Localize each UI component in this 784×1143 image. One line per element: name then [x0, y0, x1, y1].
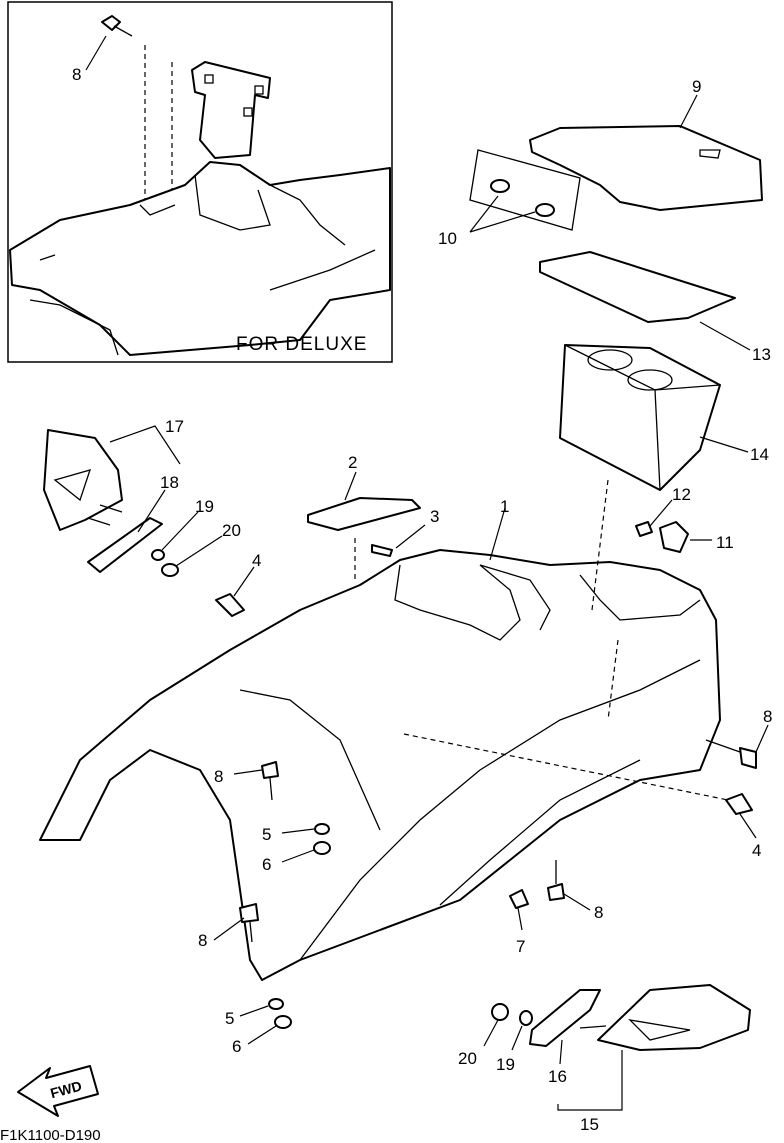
part-3-pin [371, 524, 426, 557]
callout-19-left: 19 [195, 497, 214, 516]
deluxe-inset [7, 1, 393, 363]
fwd-label: FWD [49, 1078, 84, 1102]
callout-4-lower: 4 [752, 841, 761, 860]
nut-6-lower [247, 1015, 292, 1045]
washer-5-lower [239, 998, 284, 1017]
callout-2: 2 [348, 453, 357, 472]
part-10-latches [469, 149, 581, 233]
callout-1: 1 [500, 497, 509, 516]
part-14-storage-box [559, 344, 749, 491]
callout-18: 18 [160, 473, 179, 492]
callout-4-upper: 4 [252, 551, 261, 570]
part-11-clip [659, 521, 712, 553]
part-16-gasket-right [529, 989, 601, 1065]
callout-13: 13 [752, 345, 771, 364]
callout-15: 15 [580, 1115, 599, 1134]
callout-8-lower-right: 8 [594, 903, 603, 922]
bolt-8-right [705, 724, 769, 769]
callout-16: 16 [548, 1067, 567, 1086]
part-18-gasket-left [87, 489, 166, 573]
callout-17: 17 [165, 417, 184, 436]
bolt-8-mid-left [233, 761, 279, 801]
bolt-8-lower-right [547, 860, 591, 911]
part-4-clip-upper [215, 566, 255, 617]
footer-code: F1K1100-D190 [0, 1127, 101, 1143]
callout-6-lower: 6 [232, 1037, 241, 1056]
callout-5-lower: 5 [225, 1009, 234, 1028]
callout-8-right: 8 [763, 707, 772, 726]
callout-8-mid-left: 8 [214, 767, 223, 786]
bolt-8-lower-left [213, 903, 259, 943]
callout-12: 12 [672, 485, 691, 504]
nut-6-upper [281, 841, 331, 863]
callout-20-right: 20 [458, 1049, 477, 1068]
callout-6-upper: 6 [262, 855, 271, 874]
part-1-body [39, 479, 729, 981]
washer-5-upper [281, 823, 330, 835]
callout-11: 11 [716, 533, 734, 552]
part-19-washer-right [511, 1010, 533, 1051]
callout-9: 9 [692, 77, 701, 96]
part-13-mat [539, 251, 751, 351]
part-17-mirror-left [43, 425, 181, 531]
callout-19-right: 19 [496, 1055, 515, 1074]
part-20-nut-left [161, 535, 223, 577]
callout-8-inset: 8 [72, 65, 81, 84]
inset-label: FOR DELUXE [236, 334, 367, 355]
part-19-washer-left [151, 511, 199, 561]
part-9-cover [529, 94, 763, 211]
fwd-arrow [17, 1065, 99, 1117]
part-2-cover [307, 471, 421, 531]
part-20-nut-right [483, 1003, 509, 1047]
callout-7: 7 [516, 937, 525, 956]
part-15-mirror-right [557, 984, 751, 1111]
callout-14: 14 [750, 445, 769, 464]
callout-5-upper: 5 [262, 825, 271, 844]
part-12-cap [635, 499, 673, 537]
part-7-clip [509, 889, 529, 931]
callout-8-lower-left: 8 [198, 931, 207, 950]
part-4-clip-lower [725, 793, 757, 839]
callout-3: 3 [430, 507, 439, 526]
callout-10: 10 [438, 229, 457, 248]
callout-20-left: 20 [222, 521, 241, 540]
